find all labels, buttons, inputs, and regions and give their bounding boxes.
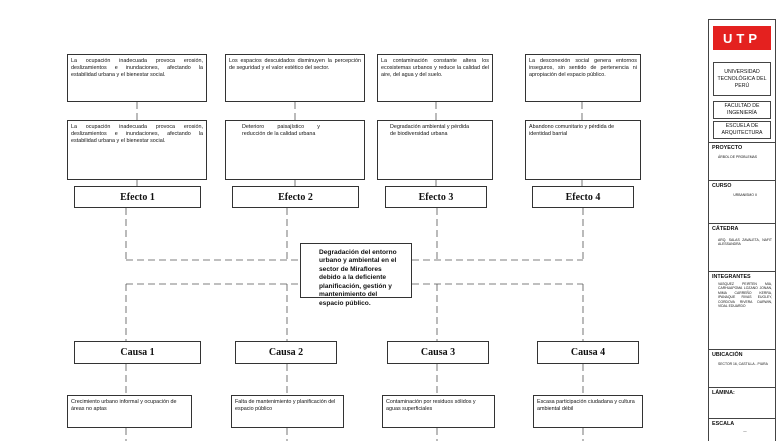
integrantes-label: INTEGRANTES xyxy=(712,274,751,280)
cause-header-2: Causa 2 xyxy=(235,341,337,364)
utp-logo-text: UTP xyxy=(723,30,761,46)
consequence-box-1: La ocupación inadecuada provoca erosión,… xyxy=(67,54,207,102)
school-name: ESCUELA DE ARQUITECTURA xyxy=(713,121,771,139)
cause-header-3: Causa 3 xyxy=(387,341,489,364)
curso-section: CURSO URBANISMO II xyxy=(709,180,775,223)
curso-value: URBANISMO II xyxy=(733,193,757,197)
proyecto-label: PROYECTO xyxy=(712,145,743,151)
utp-logo: UTP xyxy=(713,26,771,50)
university-name: UNIVERSIDAD TECNOLÓGICA DEL PERÚ xyxy=(713,62,771,96)
effect-item-box-4: Abandono comunitario y pérdida de identi… xyxy=(525,120,641,180)
cause-item-box-2: Falta de mantenimiento y planificación d… xyxy=(231,395,344,428)
central-problem-box: Degradación del entorno urbano y ambient… xyxy=(300,243,412,307)
effect-item-box-1: La ocupación inadecuada provoca erosión,… xyxy=(67,120,207,180)
title-block: UTP UNIVERSIDAD TECNOLÓGICA DEL PERÚ FAC… xyxy=(708,19,776,441)
escala-label: ESCALA xyxy=(712,421,735,427)
proyecto-value: ÁRBOL DE PROBLEMAS xyxy=(718,155,758,159)
ubicacion-value: SECTOR 16, CASTILLA - PIURA xyxy=(718,362,768,366)
ubicacion-label: UBICACIÓN xyxy=(712,352,743,358)
lamina-section: LÁMINA: xyxy=(709,387,775,418)
escala-section: ESCALA — xyxy=(709,418,775,442)
effect-item-box-3: Degradación ambiental y pérdida de biodi… xyxy=(377,120,493,180)
effect-header-1: Efecto 1 xyxy=(74,186,201,208)
catedra-section: CÁTEDRA ARQ. SALAS ZAVALETA, NAFIT ALESS… xyxy=(709,223,775,269)
escala-value: — xyxy=(743,429,747,433)
effect-header-3: Efecto 3 xyxy=(385,186,487,208)
integrantes-value: VASQUEZ PEIRTEN MIA, CARHUAPOMA LOZANO J… xyxy=(718,282,772,309)
effect-header-4: Efecto 4 xyxy=(532,186,634,208)
catedra-label: CÁTEDRA xyxy=(712,226,739,232)
cause-header-1: Causa 1 xyxy=(74,341,201,364)
curso-label: CURSO xyxy=(712,183,732,189)
ubicacion-section: UBICACIÓN SECTOR 16, CASTILLA - PIURA xyxy=(709,349,775,387)
faculty-name: FACULTAD DE INGENIERÍA xyxy=(713,101,771,119)
lamina-label: LÁMINA: xyxy=(712,390,735,396)
consequence-box-2: Los espacios descuidados disminuyen la p… xyxy=(225,54,365,102)
cause-header-4: Causa 4 xyxy=(537,341,639,364)
effect-item-box-2: Deterioro paisajístico y reducción de la… xyxy=(225,120,365,180)
cause-item-box-4: Escasa participación ciudadana y cultura… xyxy=(533,395,643,428)
cause-item-box-3: Contaminación por residuos sólidos y agu… xyxy=(382,395,495,428)
consequence-box-4: La desconexión social genera entornos in… xyxy=(525,54,641,102)
cause-item-box-1: Crecimiento urbano informal y ocupación … xyxy=(67,395,192,428)
integrantes-section: INTEGRANTES VASQUEZ PEIRTEN MIA, CARHUAP… xyxy=(709,271,775,349)
effect-header-2: Efecto 2 xyxy=(232,186,359,208)
proyecto-section: PROYECTO ÁRBOL DE PROBLEMAS xyxy=(709,142,775,180)
catedra-value: ARQ. SALAS ZAVALETA, NAFIT ALESSANDRA xyxy=(718,238,772,247)
consequence-box-3: La contaminación constante altera los ec… xyxy=(377,54,493,102)
